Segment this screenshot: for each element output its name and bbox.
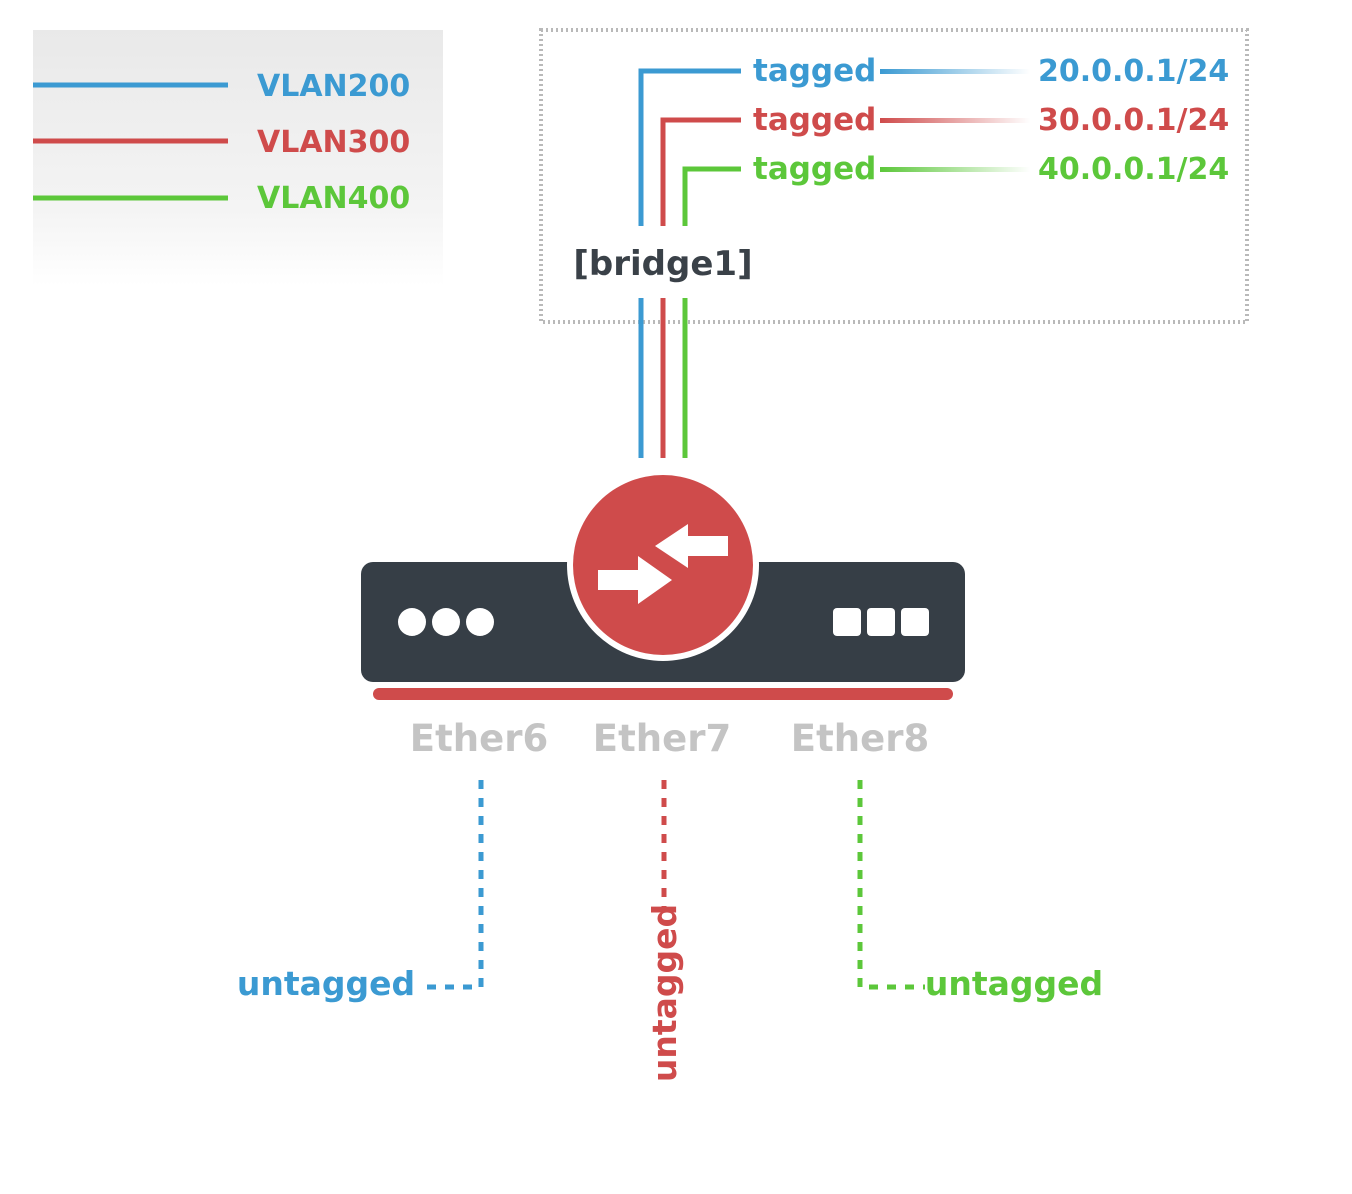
legend-label-vlan300: VLAN300 <box>257 125 410 160</box>
ether7-access-link: untagged <box>645 780 684 1152</box>
bridge-connector-vlan300 <box>880 118 1030 123</box>
bridge-box: [bridge1] tagged tagged tagged 20.0.0.1/… <box>539 28 1249 458</box>
port-label-ether6: Ether6 <box>410 717 548 760</box>
bridge-vlan200-mode: tagged <box>753 53 876 89</box>
port-label-ether7: Ether7 <box>593 717 731 760</box>
bridge-connector-vlan400 <box>880 167 1030 172</box>
bridge-vlan300-address: 30.0.0.1/24 <box>1038 103 1229 138</box>
ether7-mode-label: untagged <box>645 904 684 1082</box>
bridge-connector-vlan200 <box>880 69 1030 74</box>
bridge-vlan400-address: 40.0.0.1/24 <box>1038 152 1229 187</box>
legend-background <box>33 30 443 286</box>
bridge-label-background <box>575 226 753 298</box>
ether6-mode-label: untagged <box>237 964 415 1003</box>
bridge-name: [bridge1] <box>573 244 752 284</box>
trunk-line-vlan300 <box>660 117 741 458</box>
legend-label-vlan200: VLAN200 <box>257 69 410 104</box>
ether8-access-link: untagged <box>857 780 1345 1003</box>
switch-arrows-icon <box>567 469 759 661</box>
ether8-link-line <box>857 780 925 990</box>
ether8-mode-label: untagged <box>925 964 1103 1003</box>
port-label-ether8: Ether8 <box>791 717 929 760</box>
bridge-vlan300-mode: tagged <box>753 102 876 138</box>
ether6-link-line <box>420 780 484 990</box>
bridge-vlan400-mode: tagged <box>753 151 876 187</box>
device-base-bar <box>373 688 953 700</box>
legend-label-vlan400: VLAN400 <box>257 181 410 216</box>
bridge-vlan200-address: 20.0.0.1/24 <box>1038 54 1229 89</box>
trunk-line-vlan400 <box>682 166 741 458</box>
three-dots-icon <box>398 608 494 636</box>
bridge-box-border <box>539 28 1249 324</box>
legend: VLAN200 VLAN300 VLAN400 <box>33 30 443 286</box>
ether6-access-link: untagged <box>48 780 484 1003</box>
trunk-line-vlan200 <box>638 68 741 458</box>
three-squares-icon <box>833 608 929 636</box>
switch-device <box>361 469 965 700</box>
